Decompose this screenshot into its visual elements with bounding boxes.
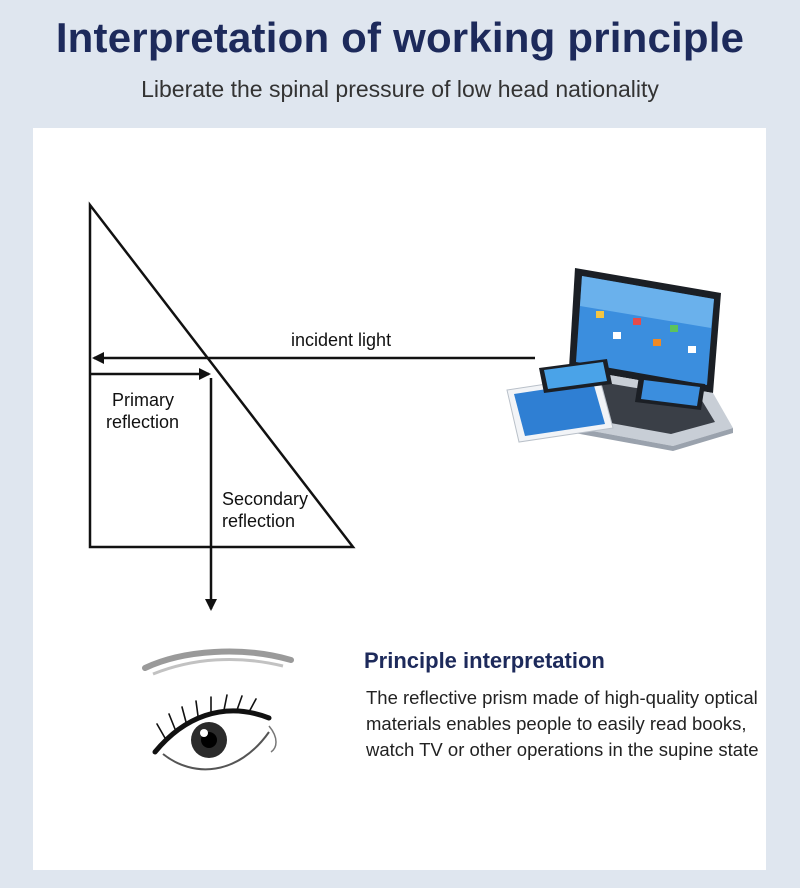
devices-illustration-icon <box>506 268 733 451</box>
eye-illustration-icon <box>142 648 294 771</box>
prism-triangle <box>88 201 356 549</box>
primary-reflection-label-line2: reflection <box>106 412 179 432</box>
secondary-reflection-label-line2: reflection <box>222 511 295 531</box>
prism-diagram: incident light Primary reflection Second… <box>88 201 733 771</box>
primary-reflection-label-line1: Primary <box>112 390 174 410</box>
secondary-reflection-label-line1: Secondary <box>222 489 308 509</box>
principle-description: The reflective prism made of high-qualit… <box>366 687 759 760</box>
page-title: Interpretation of working principle <box>55 14 745 61</box>
page-subtitle: Liberate the spinal pressure of low head… <box>141 76 659 102</box>
incident-light-label: incident light <box>291 330 391 350</box>
principle-title: Principle interpretation <box>364 648 605 673</box>
content-panel: incident light Primary reflection Second… <box>33 128 766 870</box>
